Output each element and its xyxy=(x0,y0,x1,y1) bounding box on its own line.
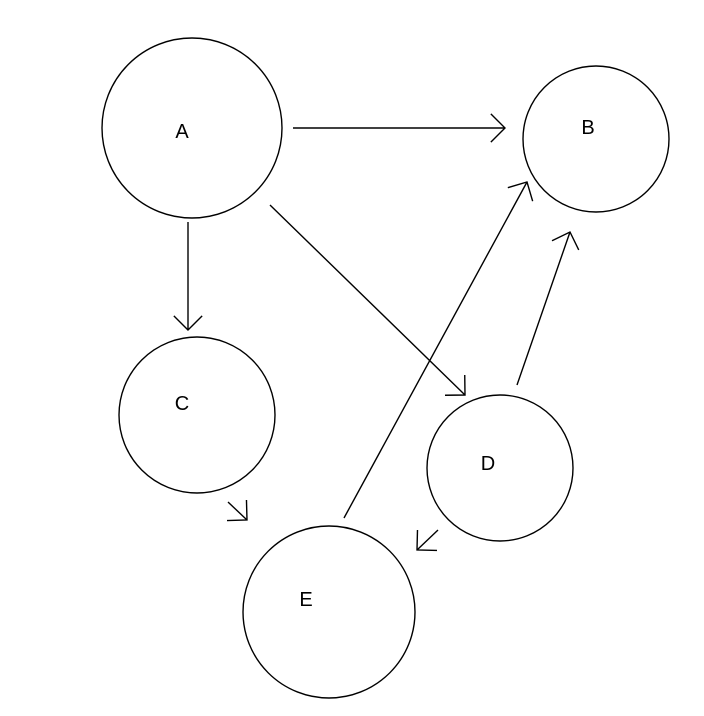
node-b xyxy=(522,65,670,213)
node-label-d: D xyxy=(481,453,495,475)
node-d xyxy=(426,394,574,542)
node-e xyxy=(242,525,416,699)
arrowhead-icon xyxy=(444,374,466,396)
node-c xyxy=(118,336,276,494)
node-label-b: B xyxy=(581,117,594,139)
edge-d-b xyxy=(516,231,580,386)
edge-line xyxy=(416,529,439,551)
node-label-a: A xyxy=(175,121,189,143)
edge-c-e xyxy=(226,499,248,522)
arrowhead-icon xyxy=(507,181,534,202)
arrowhead-icon xyxy=(490,113,506,143)
node-label-c: C xyxy=(175,393,189,415)
edge-a-b xyxy=(293,113,506,143)
edge-line xyxy=(227,501,248,521)
edge-a-d xyxy=(269,204,466,396)
edge-line xyxy=(269,204,466,396)
node-label-e: E xyxy=(299,589,312,611)
edge-line xyxy=(516,231,571,386)
arrowhead-icon xyxy=(226,499,248,522)
arrowhead-icon xyxy=(416,529,438,552)
node-a xyxy=(101,37,283,219)
edge-a-c xyxy=(173,222,203,331)
edge-line xyxy=(343,181,528,519)
edge-e-b xyxy=(343,181,534,519)
edge-d-e xyxy=(416,529,439,552)
arrowhead-icon xyxy=(173,315,203,331)
arrowhead-icon xyxy=(551,231,580,251)
